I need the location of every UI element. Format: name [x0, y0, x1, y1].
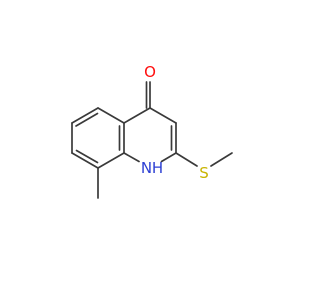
- bond-sulfur-methyl: [210, 152, 233, 167]
- atom-label-oxygen: O: [144, 63, 156, 81]
- bond-c2-sulfur: [175, 152, 198, 167]
- bond-c5-c6: [71, 107, 99, 124]
- atom-label-nitrogen: N: [141, 159, 152, 177]
- atom-label-hydrogen: H: [152, 159, 163, 177]
- bond-c2-nitrogen: [160, 152, 177, 163]
- bond-c4-c3: [149, 107, 177, 124]
- atom-label-sulfur: S: [199, 164, 209, 182]
- bond-c8-c8a: [97, 152, 125, 169]
- bond-c5-c6-inner: [75, 112, 99, 127]
- bond-lines: [71, 81, 233, 199]
- bond-c7-c8-inner: [75, 149, 99, 164]
- molecule-diagram: O N H S: [71, 63, 233, 199]
- bond-c4a-c5: [97, 107, 125, 124]
- bond-c7-c8: [71, 152, 99, 169]
- bond-nitrogen-c8a: [123, 152, 140, 163]
- bond-c4a-c4: [123, 107, 151, 124]
